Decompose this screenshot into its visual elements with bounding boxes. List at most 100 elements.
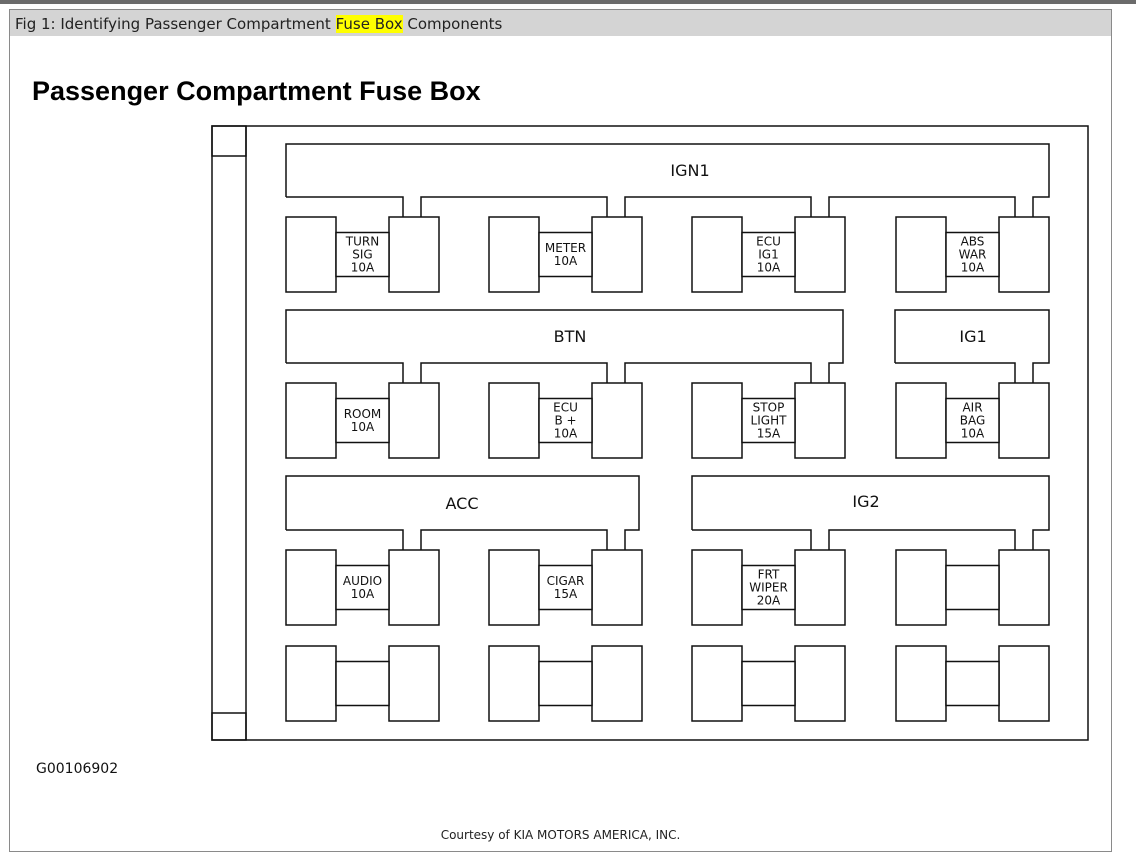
fuse-body bbox=[335, 397, 390, 444]
caption-suffix: Components bbox=[402, 15, 503, 33]
courtesy-note: Courtesy of KIA MOTORS AMERICA, INC. bbox=[440, 828, 681, 842]
fuse-label-line: 10A bbox=[757, 261, 781, 275]
fuse-body bbox=[538, 397, 593, 444]
fuse-slot bbox=[691, 645, 846, 722]
fuse-label-line: 10A bbox=[961, 427, 985, 441]
fuse-body bbox=[945, 397, 1000, 444]
bus-bar-ig2 bbox=[691, 475, 1050, 550]
bus-bar-ig1 bbox=[894, 309, 1050, 383]
fuse-label-line: 15A bbox=[554, 587, 578, 601]
fuse-layer: TURNSIG10AMETER10AECUIG110AABSWAR10AROOM… bbox=[285, 216, 1050, 722]
fuse-label-line: 15A bbox=[757, 427, 781, 441]
bus-bar-btn bbox=[285, 309, 844, 383]
fuse-terminal-left bbox=[895, 382, 947, 459]
fuse-label-line: ECU bbox=[756, 235, 781, 249]
fuse-slot bbox=[895, 645, 1050, 722]
fuse-terminal-left bbox=[895, 216, 947, 293]
fuse-body bbox=[741, 564, 796, 611]
fuse-terminal-right bbox=[388, 382, 440, 459]
fuse-slot bbox=[285, 645, 440, 722]
fuse-terminal-left bbox=[285, 645, 337, 722]
fuse-terminal-left bbox=[691, 549, 743, 626]
fuse-label-line: WAR bbox=[959, 248, 987, 262]
figure-title: Passenger Compartment Fuse Box bbox=[32, 76, 481, 106]
fuse-terminal-left bbox=[488, 549, 540, 626]
fuse-terminal-left bbox=[488, 382, 540, 459]
bus-bar-ign1 bbox=[285, 143, 1050, 217]
fuse-label-line: ECU bbox=[553, 401, 578, 415]
fuse-body bbox=[741, 231, 796, 278]
caption-highlight: Fuse Box bbox=[335, 15, 403, 33]
fuse-label-line: 10A bbox=[554, 254, 578, 268]
fuse-label-line: AUDIO bbox=[343, 574, 382, 588]
fuse-box-housing bbox=[211, 125, 1089, 741]
fuse-label-line: BAG bbox=[960, 414, 986, 428]
fuse-terminal-left bbox=[895, 645, 947, 722]
fuse-label-line: ABS bbox=[961, 235, 985, 249]
fuse-label-line: 10A bbox=[351, 420, 375, 434]
bus-label-acc: ACC bbox=[445, 494, 478, 513]
fuse-body bbox=[538, 231, 593, 278]
fuse-body bbox=[945, 231, 1000, 278]
fuse-label-line: WIPER bbox=[749, 581, 788, 595]
fuse-terminal-left bbox=[691, 216, 743, 293]
fuse-terminal-right bbox=[794, 382, 846, 459]
fuse-label-line: LIGHT bbox=[751, 414, 788, 428]
fuse-terminal-right bbox=[388, 216, 440, 293]
fuse-terminal-left bbox=[488, 216, 540, 293]
fuse-terminal-right bbox=[591, 645, 643, 722]
fuse-label-line: AIR bbox=[962, 401, 982, 415]
fuse-terminal-right bbox=[998, 216, 1050, 293]
fuse-terminal-left bbox=[895, 549, 947, 626]
fuse-terminal-right bbox=[794, 216, 846, 293]
fuse-terminal-right bbox=[998, 549, 1050, 626]
housing-tab-top bbox=[211, 125, 247, 157]
fuse-body bbox=[945, 564, 1000, 611]
fuse-label-line: B + bbox=[554, 414, 576, 428]
fuse-terminal-left bbox=[285, 382, 337, 459]
fuse-label-line: 20A bbox=[757, 594, 781, 608]
fuse-body bbox=[741, 660, 796, 707]
figure-code: G00106902 bbox=[36, 761, 119, 777]
bus-label-ig1: IG1 bbox=[959, 327, 986, 346]
fuse-slot bbox=[488, 645, 643, 722]
fuse-terminal-right bbox=[998, 382, 1050, 459]
bus-label-ign1: IGN1 bbox=[670, 161, 709, 180]
fuse-slot bbox=[895, 549, 1050, 626]
bus-label-ig2: IG2 bbox=[852, 492, 879, 511]
fuse-terminal-right bbox=[591, 549, 643, 626]
fuse-label-line: 10A bbox=[351, 261, 375, 275]
fuse-terminal-left bbox=[691, 382, 743, 459]
fuse-label-line: CIGAR bbox=[547, 574, 585, 588]
caption-prefix: Fig 1: Identifying Passenger Compartment bbox=[15, 15, 336, 33]
fuse-terminal-left bbox=[691, 645, 743, 722]
fuse-terminal-left bbox=[488, 645, 540, 722]
fuse-terminal-right bbox=[794, 645, 846, 722]
housing-tab-bottom bbox=[211, 712, 247, 741]
bus-label-btn: BTN bbox=[554, 327, 587, 346]
fuse-label-line: SIG bbox=[352, 248, 372, 262]
fuse-body bbox=[538, 564, 593, 611]
fuse-terminal-right bbox=[591, 216, 643, 293]
fuse-body bbox=[335, 231, 390, 278]
fuse-label-line: 10A bbox=[554, 427, 578, 441]
fuse-label-line: STOP bbox=[753, 401, 785, 415]
fuse-terminal-right bbox=[794, 549, 846, 626]
fuse-body bbox=[335, 564, 390, 611]
fuse-body bbox=[741, 397, 796, 444]
fuse-terminal-right bbox=[591, 382, 643, 459]
fuse-label-line: METER bbox=[545, 241, 586, 255]
fuse-terminal-left bbox=[285, 549, 337, 626]
